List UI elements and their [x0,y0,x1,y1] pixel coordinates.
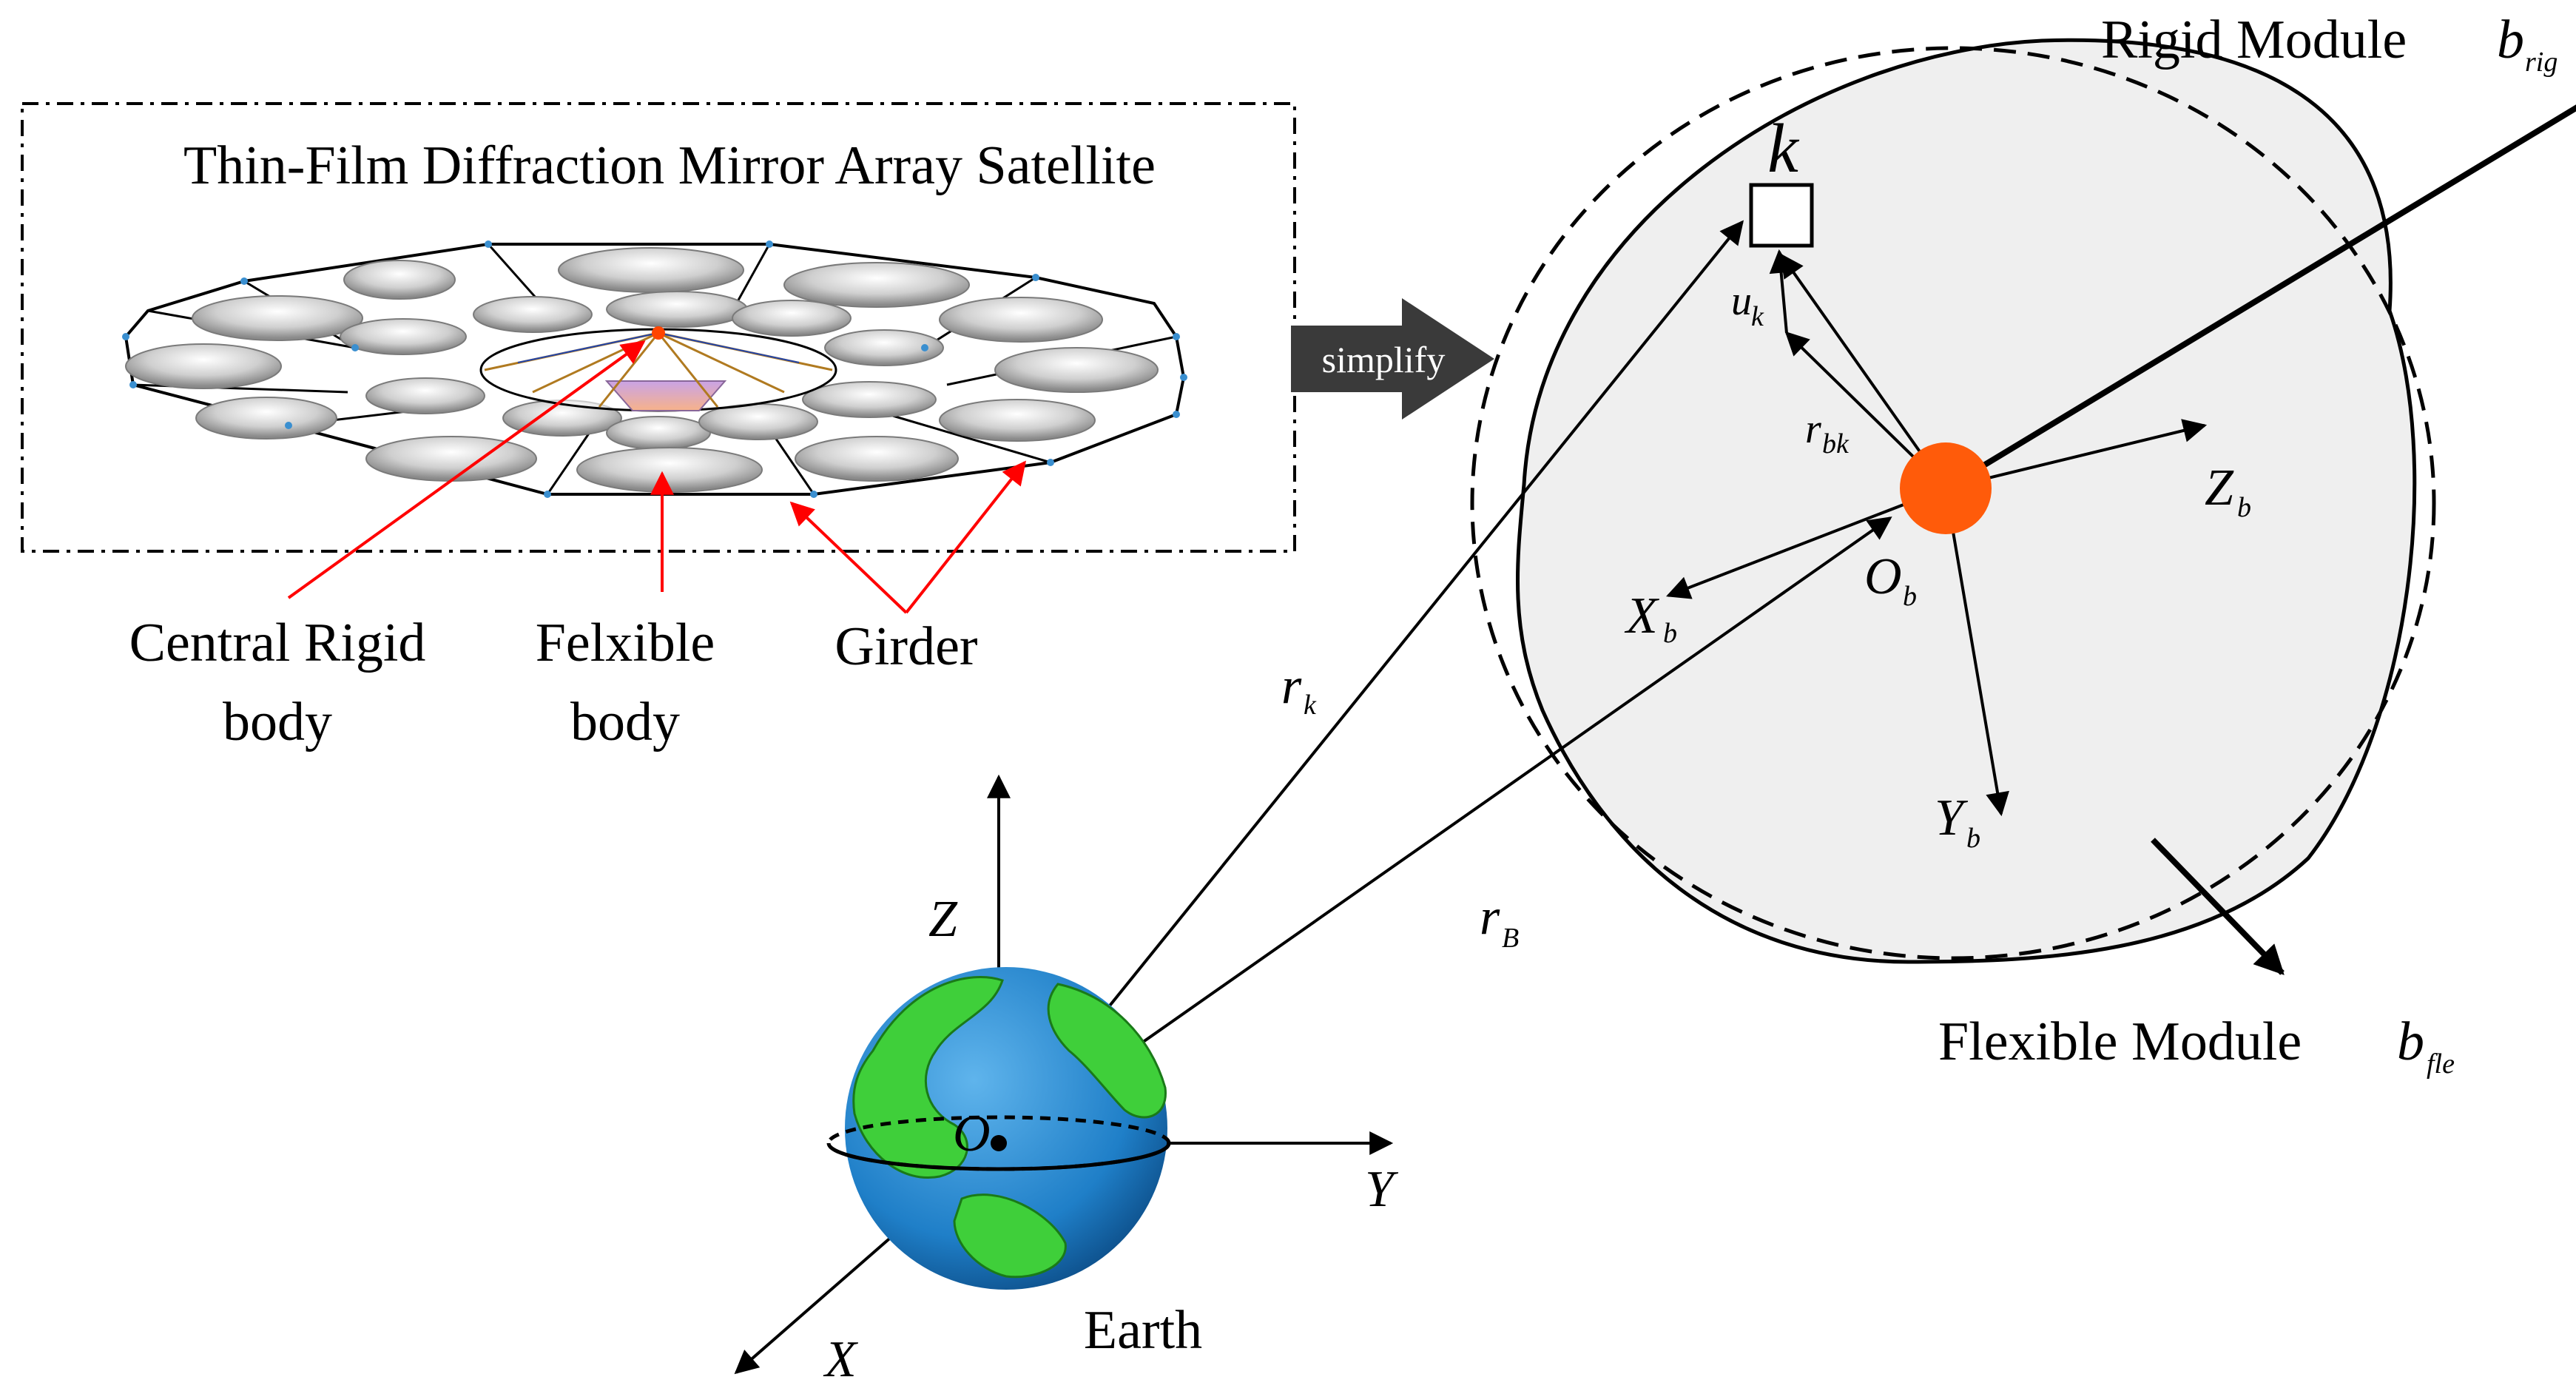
body-axis-y-main: Y [1935,789,1969,846]
callout-flexible-line2: body [570,692,680,752]
r-b-main: r [1480,889,1500,946]
earth-label: Earth [1084,1300,1202,1361]
earth-axis-z: Z [928,891,958,948]
simplify-label: simplify [1322,339,1446,380]
flexible-module-pointer [2151,838,2285,975]
body-axis-y-sub: b [1966,823,1980,854]
callout-central-rigid-line2: body [223,692,332,752]
body-origin-main: O [1864,548,1902,605]
position-vectors [997,220,1892,1145]
rigid-module-label: Rigid Module [2101,10,2407,70]
satellite-illustration [122,240,1187,498]
callout-central-rigid-line1: Central Rigid [129,613,426,673]
earth-axis-x: X [823,1331,859,1388]
callout-girder: Girder [834,616,977,677]
body-axes [1666,104,2576,817]
callout-flexible-line1: Felxible [536,613,715,673]
body-axis-x-sub: b [1663,618,1677,649]
r-bk-main: r [1805,406,1821,452]
r-bk-sub: bk [1822,428,1850,459]
flexible-module-symbol: b [2397,1011,2424,1072]
body-origin-dot [1900,442,1992,534]
body-axis-x-main: X [1624,587,1660,644]
callout-arrows [287,340,1026,614]
flexible-module-symbol-sub: fle [2427,1048,2455,1080]
u-k-sub: k [1751,301,1764,332]
rigid-module-symbol: b [2497,10,2524,70]
point-k-label: k [1767,110,1800,187]
r-k-sub: k [1304,690,1317,721]
earth-origin-label: O [953,1105,991,1162]
point-k-marker [1749,183,1814,248]
flexible-module-label: Flexible Module [1938,1011,2302,1072]
body-origin-sub: b [1903,581,1917,612]
earth-axis-y: Y [1365,1161,1399,1218]
rigid-module-symbol-sub: rig [2525,47,2558,78]
rigid-module-outline [1470,46,2436,960]
r-b-sub: B [1502,923,1519,954]
body-axis-z-main: Z [2205,459,2234,516]
r-k-main: r [1281,658,1302,715]
body-axis-z-sub: b [2237,492,2251,523]
earth-globe [826,967,1171,1290]
satellite-box-title: Thin-Film Diffraction Mirror Array Satel… [183,135,1156,196]
simplify-arrow [1291,298,1494,420]
u-k-main: u [1731,278,1752,324]
